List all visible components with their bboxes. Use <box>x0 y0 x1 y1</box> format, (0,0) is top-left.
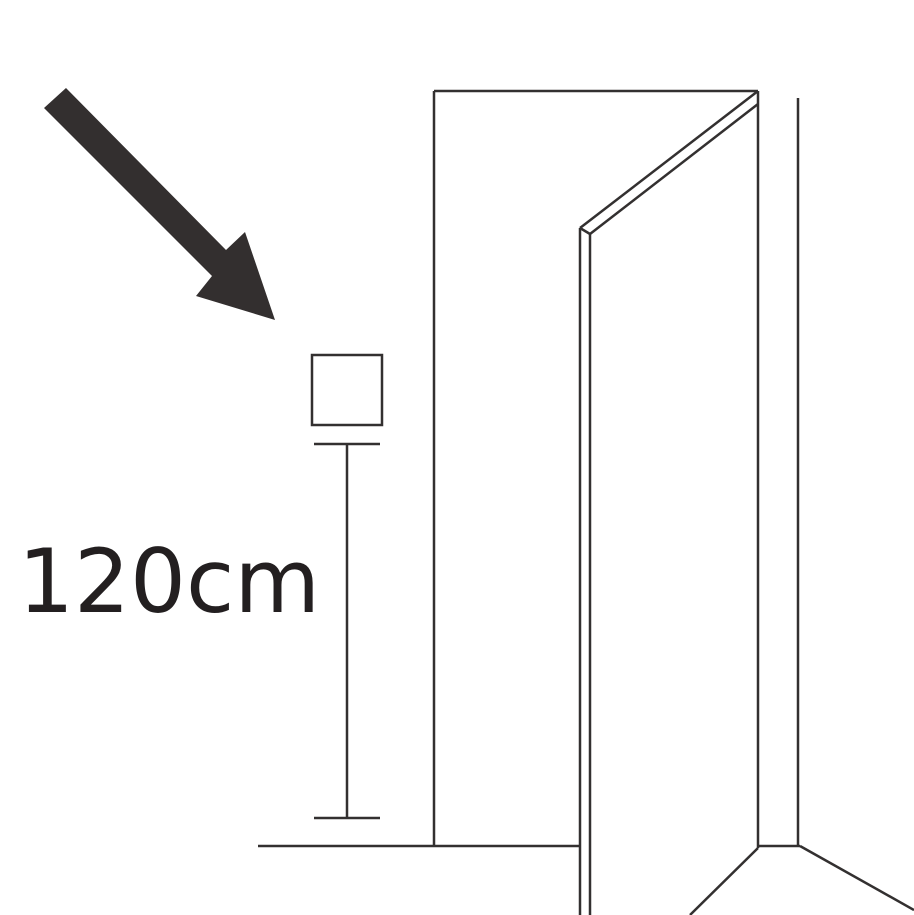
height-dimension <box>314 442 380 820</box>
open-door <box>578 90 759 915</box>
floor-perspective <box>758 844 914 912</box>
switch-box <box>310 353 384 427</box>
height-label: 120cm <box>18 530 320 633</box>
arrow-down-right-icon <box>44 88 275 320</box>
door-frame <box>432 89 760 848</box>
